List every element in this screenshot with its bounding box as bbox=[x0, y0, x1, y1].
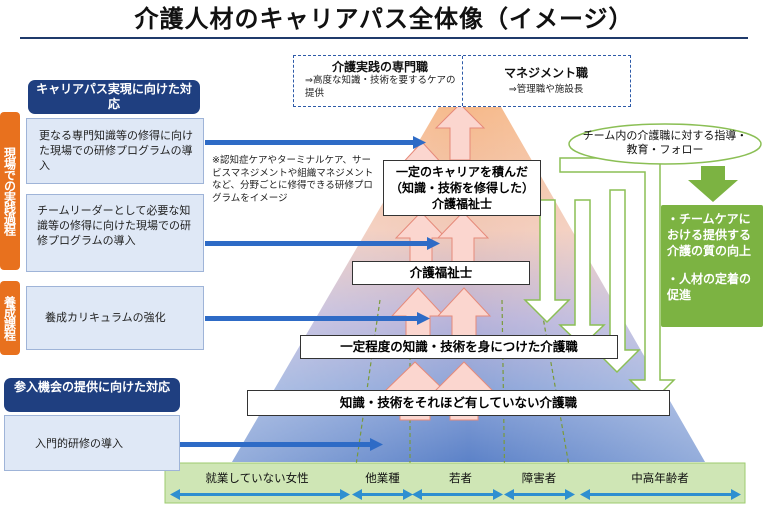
title-divider bbox=[20, 37, 748, 39]
curriculum-box: 養成カリキュラムの強化 bbox=[26, 286, 204, 350]
intro-training-box: 入門的研修の導入 bbox=[4, 415, 180, 471]
page-title: 介護人材のキャリアパス全体像（イメージ） bbox=[134, 5, 634, 33]
management-desc: ⇒管理職や施設長 bbox=[508, 84, 584, 95]
category-band bbox=[164, 462, 746, 504]
top-box-divider bbox=[462, 56, 463, 106]
category-label-youth: 若者 bbox=[449, 471, 472, 485]
practice-specialist-title: 介護実践の専門職 bbox=[331, 60, 428, 74]
connector-arrows bbox=[180, 136, 440, 451]
training-program-box-2: チームリーダーとして必要な知識等の修得に向けた現場での研修プログラムの導入 bbox=[26, 194, 204, 272]
career-path-header: キャリアパス実現に向けた対応 bbox=[28, 80, 200, 114]
level-2-intermediate-care-worker: 一定程度の知識・技術を身につけた介護職 bbox=[300, 335, 618, 359]
category-span-arrows bbox=[170, 489, 741, 500]
green-down-arrow-icon bbox=[688, 166, 738, 202]
category-label-disabled: 障害者 bbox=[521, 471, 557, 485]
field-practice-tab: 現場での実践過程 bbox=[0, 112, 20, 270]
level-4-experienced-care-worker: 一定のキャリアを積んだ（知識・技術を修得した）介護福祉士 bbox=[383, 160, 541, 216]
effect-quality-improvement: ・チームケアにおける提供する介護の質の向上 bbox=[667, 212, 752, 258]
practice-specialist-desc: ⇒高度な知識・技術を要するケアの提供 bbox=[305, 75, 456, 99]
category-label-seniors: 中高年齢者 bbox=[631, 471, 689, 485]
training-course-tab: 養成課程 bbox=[0, 281, 20, 355]
management-title: マネジメント職 bbox=[503, 66, 588, 80]
category-label-other-industries: 他業種 bbox=[365, 471, 400, 485]
guidance-bubble-text: チーム内の介護職に対する指導・教育・フォロー bbox=[582, 129, 748, 156]
effect-retention: ・人材の定着の促進 bbox=[667, 272, 752, 302]
effects-panel: ・チームケアにおける提供する介護の質の向上 ・人材の定着の促進 bbox=[661, 205, 763, 327]
guidance-bubble-shape bbox=[568, 123, 762, 165]
category-label-women: 就業していない女性 bbox=[205, 471, 309, 485]
entry-opportunity-header: 参入機会の提供に向けた対応 bbox=[4, 378, 180, 412]
training-program-box-1: 更なる専門知識等の修得に向けた現場での研修プログラムの導入 bbox=[26, 118, 204, 184]
level-1-entry-care-worker: 知識・技術をそれほど有していない介護職 bbox=[247, 390, 670, 416]
program-note: ※認知症ケアやターミナルケア、サービスマネジメントや組織マネジメントなど、分野ご… bbox=[212, 155, 374, 204]
level-3-certified-care-worker: 介護福祉士 bbox=[352, 261, 530, 285]
